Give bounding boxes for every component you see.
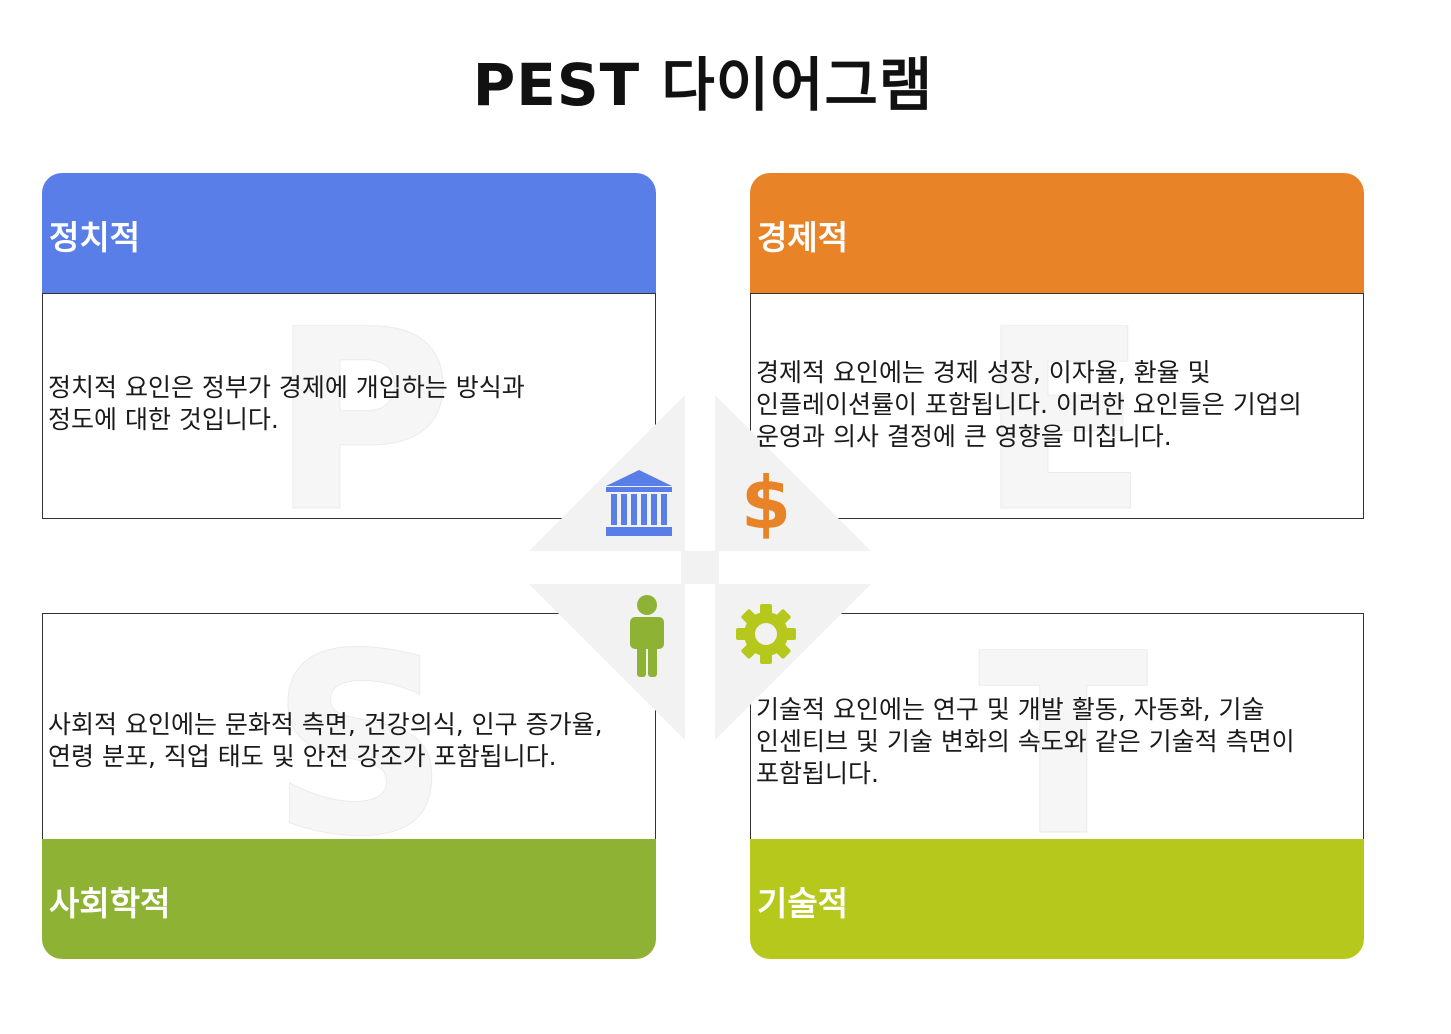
description-line: 정도에 대한 것입니다.	[48, 405, 279, 434]
description-line: 정치적 요인은 정부가 경제에 개입하는 방식과	[48, 373, 525, 402]
description-line: 사회적 요인에는 문화적 측면, 건강의식, 인구 증가율,	[48, 710, 603, 739]
watermark-letter: T	[978, 600, 1150, 891]
card-heading: 정치적	[49, 218, 141, 257]
watermark-letter: P	[269, 276, 454, 567]
description-line: 포함됩니다.	[756, 759, 879, 788]
card-heading: 기술적	[757, 884, 849, 923]
technological-card: T 기술적	[750, 613, 1364, 959]
card-heading: 사회학적	[49, 884, 171, 923]
social-card: S 사회학적	[42, 613, 656, 959]
political-description: 정치적 요인은 정부가 경제에 개입하는 방식과 정도에 대한 것입니다.	[48, 372, 525, 436]
political-card: P 정치적	[42, 173, 656, 547]
diamond-center	[681, 551, 719, 584]
card-header: 사회학적	[42, 839, 656, 959]
economic-description: 경제적 요인에는 경제 성장, 이자율, 환율 및 인플레이션률이 포함됩니다.…	[756, 357, 1302, 453]
description-line: 기술적 요인에는 연구 및 개발 활동, 자동화, 기술	[756, 695, 1265, 724]
card-header: 기술적	[750, 839, 1364, 959]
watermark-letter: S	[269, 600, 451, 891]
card-heading: 경제적	[757, 218, 849, 257]
technological-description: 기술적 요인에는 연구 및 개발 활동, 자동화, 기술 인센티브 및 기술 변…	[756, 694, 1295, 790]
watermark-letter: E	[978, 276, 1150, 567]
social-description: 사회적 요인에는 문화적 측면, 건강의식, 인구 증가율, 연령 분포, 직업…	[48, 709, 603, 773]
card-header: 정치적	[42, 173, 656, 293]
description-line: 인플레이션률이 포함됩니다. 이러한 요인들은 기업의	[756, 390, 1302, 419]
page-title: PEST 다이어그램	[472, 51, 934, 119]
description-line: 경제적 요인에는 경제 성장, 이자율, 환율 및	[756, 358, 1211, 387]
card-header: 경제적	[750, 173, 1364, 293]
description-line: 인센티브 및 기술 변화의 속도와 같은 기술적 측면이	[756, 727, 1295, 756]
economic-card: E 경제적	[750, 173, 1364, 547]
description-line: 연령 분포, 직업 태도 및 안전 강조가 포함됩니다.	[48, 742, 557, 771]
description-line: 운영과 의사 결정에 큰 영향을 미칩니다.	[756, 422, 1172, 451]
